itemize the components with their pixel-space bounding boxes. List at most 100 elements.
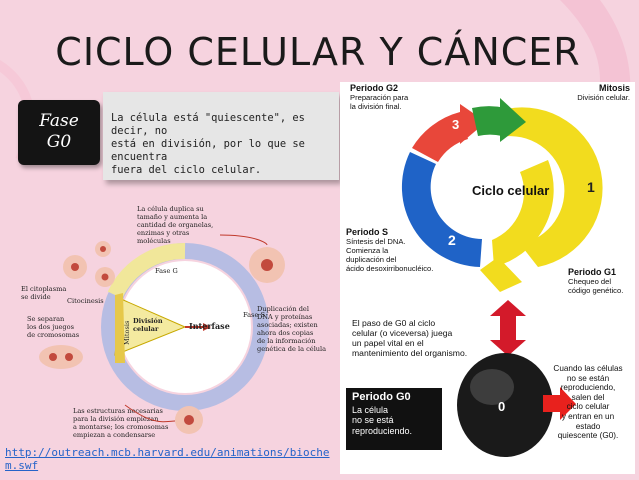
chromosomes-line: Se separan (27, 315, 65, 323)
period-g1-text: código genético. (568, 286, 624, 295)
arrow-icon (124, 404, 176, 423)
fase-description-line: fuera del ciclo celular. (111, 164, 262, 176)
period-s-text: Síntesis del DNA. (346, 237, 406, 246)
period-s-title: Periodo S (346, 227, 389, 237)
g0-exit-line: y entran en un (561, 411, 615, 421)
period-s-text: ácido desoxirribonucléico. (346, 264, 434, 273)
source-link-line[interactable]: m.swf (5, 459, 39, 472)
g1-number: 1 (587, 179, 595, 195)
mitosis-number: 4 (486, 92, 494, 107)
period-g2-label: Periodo G2 Preparación para la división … (350, 83, 409, 112)
bottom-note-line: a montarse; los cromosomas (73, 423, 169, 431)
cell-icon (63, 255, 87, 279)
ring-s (401, 152, 482, 267)
dna-line: genética de la célula (257, 345, 326, 353)
g0-note-line: mantenimiento del organismo. (352, 348, 468, 358)
period-s-label: Periodo S Síntesis del DNA. Comienza la … (346, 227, 434, 274)
g0-exit-line: Cuando las células (553, 364, 623, 373)
g0-exit-line: quiescente (G0). (557, 431, 619, 441)
g0-transition-note: El paso de G0 al ciclo celular (o viceve… (352, 318, 467, 358)
chromosomes-note: Se separan los dos juegos de cromosomas (27, 315, 80, 339)
g0-note-line: celular (o viceversa) juega (352, 328, 453, 338)
fase-g0-box: Fase G0 (18, 100, 100, 165)
page-title: CICLO CELULAR Y CÁNCER (55, 30, 581, 74)
top-note-line: La célula duplica su (137, 205, 204, 213)
g0-exit-line: reproduciendo, (560, 383, 616, 393)
g0-exit-note: Cuando las células no se están reproduci… (544, 364, 632, 441)
cell-icon (39, 345, 83, 369)
chromosomes-line: los dos juegos (27, 323, 75, 331)
mitosis-title: Mitosis (598, 83, 630, 93)
cell-icon (95, 267, 115, 287)
citocinesis-label: Citocinesis (67, 297, 104, 305)
division-label-1: División (133, 317, 163, 325)
bottom-note: Las estructuras necesarias para la divis… (73, 407, 169, 439)
period-g1-label: Periodo G1 Chequeo del código genético. (568, 267, 624, 296)
s-number: 2 (448, 232, 456, 248)
period-s-text: Comienza la (346, 246, 389, 255)
fase-description-box: La célula está "quiescente", es decir, n… (103, 92, 339, 180)
period-g1-text: Chequeo del (568, 277, 612, 286)
cytoplasm-note: El citoplasma se divide (21, 285, 66, 301)
top-note-line: tamaño y aumenta la (137, 213, 207, 221)
mitosis-label: Mitosis (123, 320, 131, 345)
fase-s-label: Fase S (243, 311, 265, 319)
period-g2-text: Preparación para (350, 93, 409, 102)
division-label-2: celular (133, 325, 159, 333)
g0-exit-line: no se están (566, 373, 610, 383)
bottom-note-line: Las estructuras necesarias (73, 407, 164, 415)
source-link[interactable]: http://outreach.mcb.harvard.edu/animatio… (5, 446, 330, 472)
chromosomes-line: de cromosomas (27, 331, 80, 339)
period-g2-text: la división final. (350, 102, 402, 111)
fase-description-line: está en división, por lo que se encuentr… (111, 138, 305, 163)
period-s-text: duplicación del (346, 255, 397, 264)
arrow-icon (219, 234, 268, 246)
period-g0-text: no se está (352, 415, 394, 425)
top-note-line: cantidad de organelas, (137, 221, 213, 229)
g0-note-line: un papel vital en el (352, 338, 424, 348)
cycle-center-label: Ciclo celular (472, 183, 549, 198)
cytoplasm-line: El citoplasma (21, 285, 66, 293)
g0-exit-line: estado (575, 421, 601, 431)
period-g0-text: La célula (352, 404, 389, 415)
fase-box-line1: Fase (39, 111, 79, 131)
dna-line: de la información (257, 337, 316, 345)
g0-sphere: 0 (457, 353, 553, 457)
top-note-line: enzimas y otras (137, 229, 190, 237)
dna-line: asociadas; existen (257, 321, 319, 329)
cytoplasm-line: se divide (21, 293, 51, 301)
g0-exit-line: salen del (571, 392, 605, 402)
interphase-diagram: Fase G Fase S Interfase División celular… (21, 205, 326, 439)
fase-box-line2: G0 (46, 132, 72, 152)
period-g0-box: Periodo G0 La célula no se está reproduc… (346, 388, 442, 450)
g0-number: 0 (498, 399, 505, 414)
period-g0-title: Periodo G0 (352, 391, 411, 403)
bottom-note-line: empiezan a condensarse (73, 431, 155, 439)
double-arrow-icon (490, 300, 526, 356)
period-g2-title: Periodo G2 (350, 83, 399, 93)
dna-line: DNA y proteínas (257, 313, 313, 321)
dna-line: Duplicación del (257, 305, 309, 313)
ring-g1 (480, 107, 603, 292)
bottom-note-line: para la división empiezan (73, 415, 159, 423)
ring-mitosis (472, 98, 526, 142)
dna-line: ahora dos copias (257, 329, 314, 337)
g0-exit-line: ciclo celular (566, 402, 610, 412)
cell-icon (249, 247, 285, 283)
top-note: La célula duplica su tamaño y aumenta la… (137, 205, 213, 245)
interfase-label: Interfase (189, 321, 230, 331)
cell-icon (175, 406, 203, 434)
g0-note-line: El paso de G0 al ciclo (352, 318, 436, 328)
dna-note: Duplicación del DNA y proteínas asociada… (257, 305, 326, 353)
mitosis-label: Mitosis División celular. (568, 83, 630, 103)
period-g1-title: Periodo G1 (568, 267, 617, 277)
fase-g-label: Fase G (155, 267, 178, 275)
g0-arrow-icon (543, 387, 576, 420)
top-note-line: moléculas (137, 237, 171, 245)
g2-number: 3 (452, 117, 459, 132)
source-link-line[interactable]: http://outreach.mcb.harvard.edu/animatio… (5, 446, 330, 459)
ring-g2 (412, 104, 486, 162)
period-g0-text: reproduciendo. (352, 425, 413, 436)
fase-description-line: La célula está "quiescente", es decir, n… (111, 112, 305, 137)
mitosis-text: División celular. (577, 93, 630, 102)
